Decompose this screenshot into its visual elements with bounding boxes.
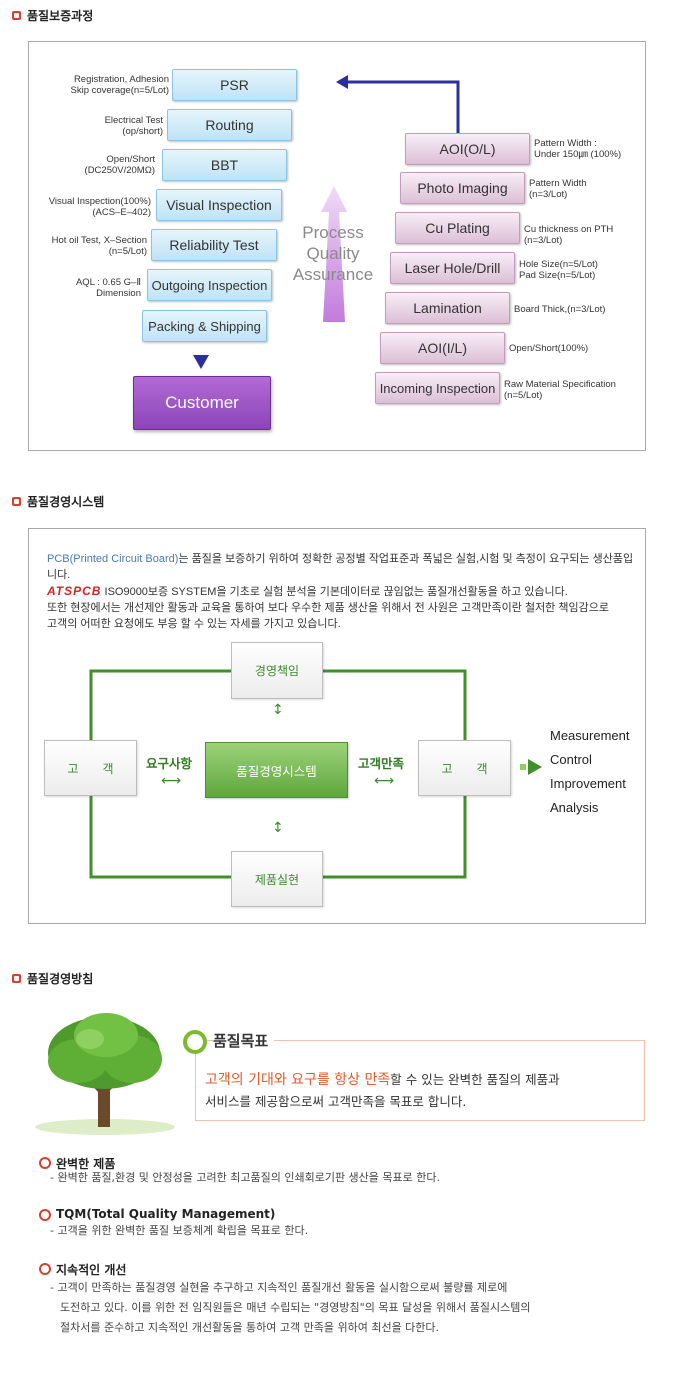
tree-illustration (35, 1013, 175, 1135)
product-realization-box: 제품실현 (231, 851, 323, 907)
section-header-qms: 품질경영시스템 (12, 493, 104, 510)
step-note: Open/Short(100%) (509, 343, 589, 354)
step-routing: Routing (167, 109, 292, 141)
management-responsibility-box: 경영책임 (231, 642, 323, 699)
qms-center-box: 품질경영시스템 (205, 742, 348, 798)
policy-title: TQM(Total Quality Management) (56, 1207, 276, 1221)
upward-process-arrow-icon (321, 186, 347, 322)
customer-box: Customer (133, 376, 271, 430)
policy-body: - 고객을 위한 완벽한 품질 보증체계 확립을 목표로 한다. (50, 1224, 309, 1237)
step-laser-hole-drill: Laser Hole/Drill (390, 252, 515, 284)
policy-ring-icon (39, 1209, 51, 1221)
customer-left-box: 고 객 (44, 740, 137, 796)
step-reliability-test: Reliability Test (151, 229, 277, 261)
output-control: Control (550, 752, 592, 767)
goal-ring-icon (183, 1030, 207, 1054)
step-note: Hole Size(n=5/Lot)Pad Size(n=5/Lot) (519, 259, 598, 281)
step-outgoing-inspection: Outgoing Inspection (147, 269, 272, 301)
atspcb-logo: ATSPCB (47, 584, 102, 598)
goal-title: 품질목표 (213, 1030, 275, 1051)
output-improvement: Improvement (550, 776, 626, 791)
double-arrow-vertical-icon: ↕ (272, 702, 284, 718)
step-note: Pattern Width :Under 150㎛ (100%) (534, 138, 622, 160)
step-note: Electrical Test(op/short) (104, 115, 163, 137)
policy-body: - 고객이 만족하는 품질경영 실현을 추구하고 지속적인 품질개선 활동을 실… (50, 1281, 531, 1334)
policy-ring-icon (39, 1157, 51, 1169)
section-bullet-icon (12, 497, 21, 506)
double-arrow-horizontal-icon: ⟷ (374, 773, 395, 789)
policy-title: 지속적인 개선 (56, 1263, 127, 1277)
policy-title: 완벽한 제품 (56, 1157, 116, 1171)
output-measurement: Measurement (550, 728, 630, 743)
step-cu-plating: Cu Plating (395, 212, 520, 244)
section-header-policy: 품질경영방침 (12, 970, 93, 987)
policy-ring-icon (39, 1263, 51, 1275)
section-title: 품질경영시스템 (27, 495, 105, 509)
section-bullet-icon (12, 974, 21, 983)
goal-frame (195, 1040, 645, 1121)
step-note: Pattern Width(n=3/Lot) (529, 178, 587, 200)
step-photo-imaging: Photo Imaging (400, 172, 525, 204)
qms-output-list: Measurement Control Improvement Analysis (550, 724, 629, 820)
qms-intro-text: PCB(Printed Circuit Board)는 품질을 보증하기 위하여… (47, 553, 634, 630)
connector-arrow-icon (336, 75, 460, 138)
step-packing-shipping: Packing & Shipping (142, 310, 267, 342)
step-psr: PSR (172, 69, 297, 101)
double-arrow-horizontal-icon: ⟷ (161, 773, 182, 789)
step-note: Raw Material Specification(n=5/Lot) (504, 379, 616, 401)
step-note: Open/Short(DC250V/20MΩ) (84, 154, 155, 176)
double-arrow-vertical-icon: ↕ (272, 820, 284, 836)
process-quality-assurance-label: Process Quality Assurance (292, 223, 374, 284)
step-incoming-inspection: Incoming Inspection (375, 372, 500, 404)
step-bbt: BBT (162, 149, 287, 181)
qms-panel: PCB(Printed Circuit Board)는 품질을 보증하기 위하여… (28, 528, 646, 924)
step-lamination: Lamination (385, 292, 510, 324)
step-note: Cu thickness on PTH(n=3/Lot) (524, 224, 614, 246)
step-aoi-ol: AOI(O/L) (405, 133, 530, 165)
output-analysis: Analysis (550, 800, 599, 815)
section-title: 품질보증과정 (27, 9, 94, 23)
step-visual-inspection: Visual Inspection (156, 189, 282, 221)
customer-satisfaction-label: 고객만족 (358, 756, 405, 771)
customer-right-box: 고 객 (418, 740, 511, 796)
section-title: 품질경영방침 (27, 972, 94, 986)
step-note: Board Thick,(n=3/Lot) (514, 304, 606, 315)
step-note: Visual Inspection(100%)(ACS–E–402) (48, 196, 151, 218)
section-header-quality-assurance: 품질보증과정 (12, 7, 93, 24)
goal-text: 고객의 기대와 요구를 항상 만족할 수 있는 완벽한 품질의 제품과 서비스를… (205, 1072, 560, 1109)
down-arrow-icon (193, 355, 209, 369)
output-arrow-icon (520, 759, 542, 775)
section-bullet-icon (12, 11, 21, 20)
requirements-label: 요구사항 (146, 756, 193, 771)
step-aoi-il: AOI(I/L) (380, 332, 505, 364)
step-note: Hot oil Test, X–Section(n=5/Lot) (51, 235, 147, 257)
policy-body: - 완벽한 품질,환경 및 안정성을 고려한 최고품질의 인쇄회로기판 생산을 … (50, 1171, 441, 1184)
